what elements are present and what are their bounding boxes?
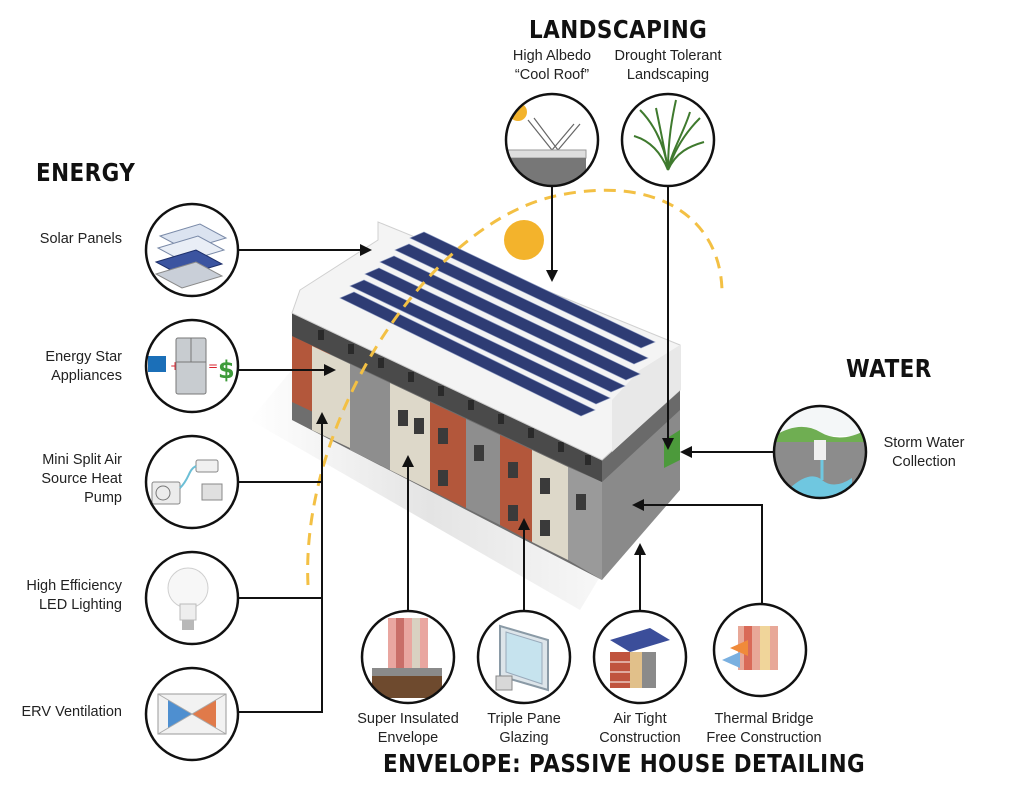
grass-icon — [620, 92, 716, 188]
erv-unit-icon — [144, 666, 240, 762]
svg-text:$: $ — [218, 356, 235, 384]
water-heading: WATER — [846, 354, 932, 383]
svg-text:=: = — [208, 359, 218, 373]
arrow-heads — [316, 244, 692, 555]
envelope-heading: ENVELOPE: PASSIVE HOUSE DETAILING — [383, 749, 866, 778]
window-glazing-icon — [476, 609, 572, 705]
svg-text:+: + — [170, 359, 180, 373]
led-bulb-icon — [144, 550, 240, 646]
apartment-building-illustration — [250, 188, 724, 610]
solar-panel-layers-icon — [144, 202, 240, 298]
energy-label-erv: ERV Ventilation — [21, 704, 123, 720]
connector-lines — [238, 186, 774, 713]
cool-roof-icon — [504, 92, 600, 188]
storm-water-icon — [772, 404, 868, 500]
energy-star-fridge-icon: + = $ — [144, 318, 240, 414]
energy-label-solar-panels: Solar Panels — [39, 231, 122, 247]
heat-pump-icon — [144, 434, 240, 530]
energy-heading: ENERGY — [36, 158, 136, 187]
thermal-bridge-icon — [712, 602, 808, 698]
airtight-wall-icon — [592, 609, 688, 705]
landscaping-heading: LANDSCAPING — [529, 15, 708, 44]
insulated-wall-icon — [360, 609, 456, 705]
landscaping-label-cool-roof: High Albedo“Cool Roof” — [512, 48, 592, 83]
